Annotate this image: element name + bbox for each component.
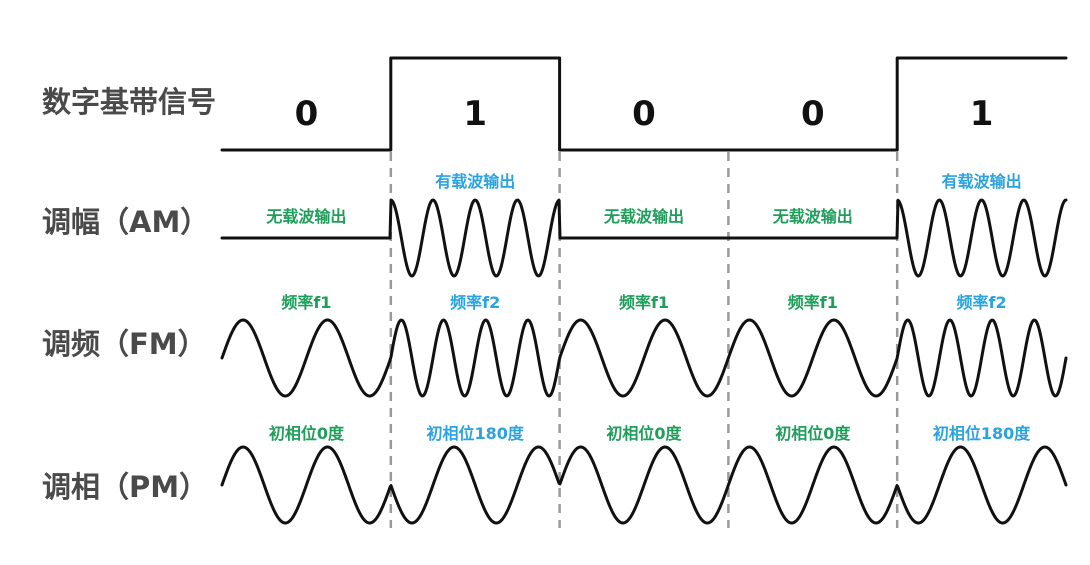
- am-annotation: 无载波输出: [772, 207, 853, 226]
- bit-value-label: 1: [463, 94, 487, 134]
- pm-annotation: 初相位180度: [933, 424, 1031, 443]
- am-annotation: 无载波输出: [265, 207, 346, 226]
- fm-annotation: 频率f1: [619, 293, 669, 312]
- pm-annotation: 初相位180度: [426, 424, 524, 443]
- fm-annotation: 频率f1: [281, 293, 331, 312]
- row-label-digital: 数字基带信号: [42, 85, 216, 119]
- bit-value-label: 1: [970, 94, 994, 134]
- row-label-fm: 调频（FM）: [42, 327, 207, 361]
- bit-labels: 0 1 0 0 1: [295, 94, 994, 134]
- pm-signal: 初相位0度 初相位180度 初相位0度 初相位0度 初相位180度: [220, 424, 1068, 525]
- am-annotation: 无载波输出: [603, 207, 684, 226]
- pm-annotation: 初相位0度: [606, 424, 682, 443]
- pm-annotation: 初相位0度: [269, 424, 345, 443]
- row-label-am: 调幅（AM）: [42, 205, 209, 239]
- pm-annotation: 初相位0度: [775, 424, 851, 443]
- fm-signal: 频率f1 频率f2 频率f1 频率f1 频率f2: [220, 293, 1068, 398]
- bit-value-label: 0: [801, 94, 825, 134]
- bit-value-label: 0: [632, 94, 656, 134]
- am-waveform: [220, 198, 1068, 278]
- fm-annotation: 频率f2: [450, 293, 500, 312]
- digital-signal: [220, 56, 1068, 152]
- am-annotation: 有载波输出: [435, 172, 515, 191]
- digital-waveform: [220, 56, 1068, 152]
- fm-annotation: 频率f1: [788, 293, 838, 312]
- fm-waveform: [220, 318, 1068, 398]
- am-annotation: 有载波输出: [942, 172, 1022, 191]
- pm-waveform: [220, 445, 1068, 525]
- fm-annotation: 频率f2: [957, 293, 1007, 312]
- bit-value-label: 0: [295, 94, 319, 134]
- row-label-pm: 调相（PM）: [42, 470, 208, 504]
